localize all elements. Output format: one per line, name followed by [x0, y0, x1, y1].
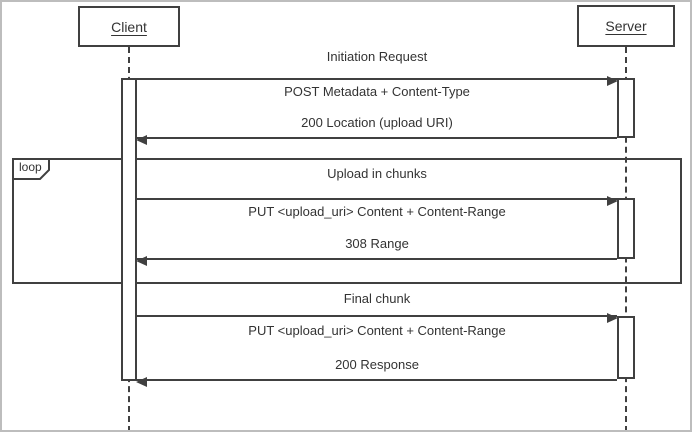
message-label-post-metadata: POST Metadata + Content-Type: [284, 84, 470, 99]
message-label-location-response: 200 Location (upload URI): [301, 115, 453, 130]
server-activation-2: [617, 198, 635, 259]
arrowhead-right-icon: [607, 196, 618, 206]
arrowhead-left-icon: [136, 135, 147, 145]
message-label-put-final: PUT <upload_uri> Content + Content-Range: [248, 323, 506, 338]
loop-frame: [12, 158, 682, 284]
message-arrow-location-response: [136, 135, 617, 145]
message-arrow-put-final: [137, 313, 618, 323]
arrowhead-right-icon: [607, 76, 618, 86]
arrowhead-right-icon: [607, 313, 618, 323]
arrowhead-left-icon: [136, 256, 147, 266]
arrowhead-left-icon: [136, 377, 147, 387]
client-activation: [121, 78, 137, 381]
message-label-range-response: 308 Range: [345, 236, 409, 251]
actor-server: Server: [577, 5, 675, 47]
loop-operator-label: loop: [19, 160, 42, 174]
message-label-put-chunk: PUT <upload_uri> Content + Content-Range: [248, 204, 506, 219]
actor-client-label: Client: [111, 18, 147, 35]
message-arrow-final-response: [136, 377, 617, 387]
section-final-label: Final chunk: [343, 291, 411, 306]
message-label-final-response: 200 Response: [335, 357, 419, 372]
message-arrow-put-chunk: [137, 196, 618, 206]
section-upload-label: Upload in chunks: [327, 166, 427, 181]
actor-server-label: Server: [605, 18, 647, 34]
message-arrow-range-response: [136, 256, 617, 266]
message-arrow-post-metadata: [137, 76, 618, 86]
section-initiation-label: Initiation Request: [326, 49, 428, 64]
server-activation-3: [617, 316, 635, 379]
server-activation-1: [617, 78, 635, 138]
actor-client: Client: [78, 6, 180, 47]
loop-pentagon-icon: [12, 158, 50, 180]
